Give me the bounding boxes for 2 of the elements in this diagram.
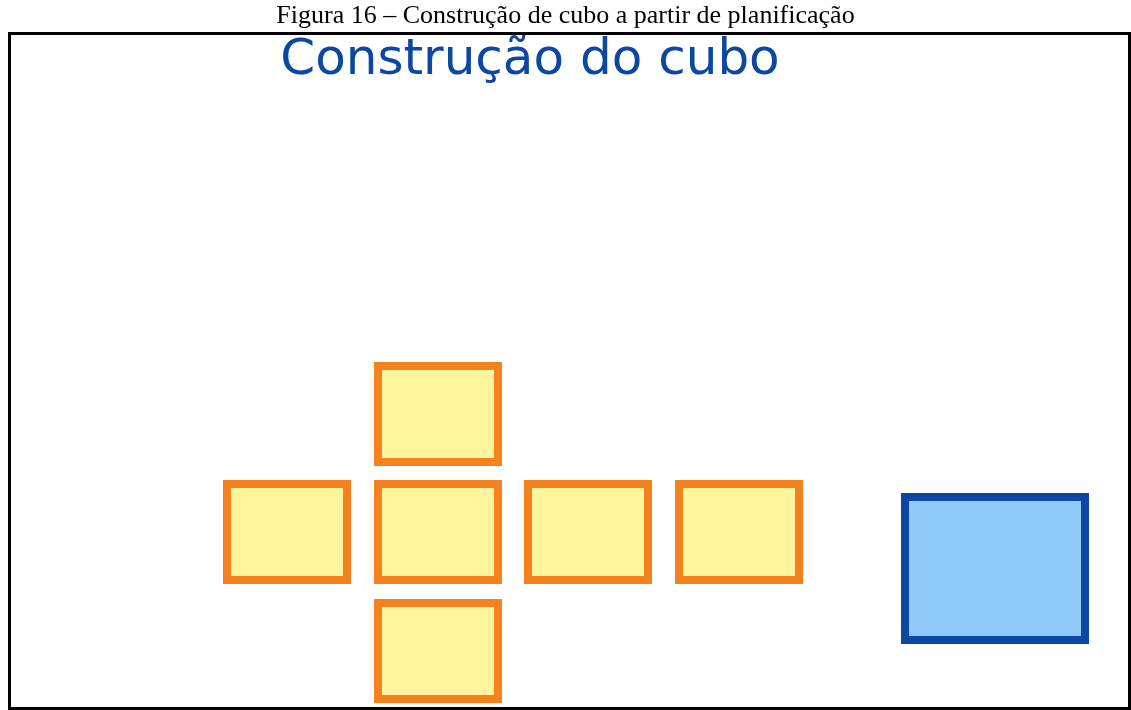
slide-title: Construção do cubo [279,28,781,86]
figure-caption: Figura 16 – Construção de cubo a partir de planificação [275,0,856,30]
